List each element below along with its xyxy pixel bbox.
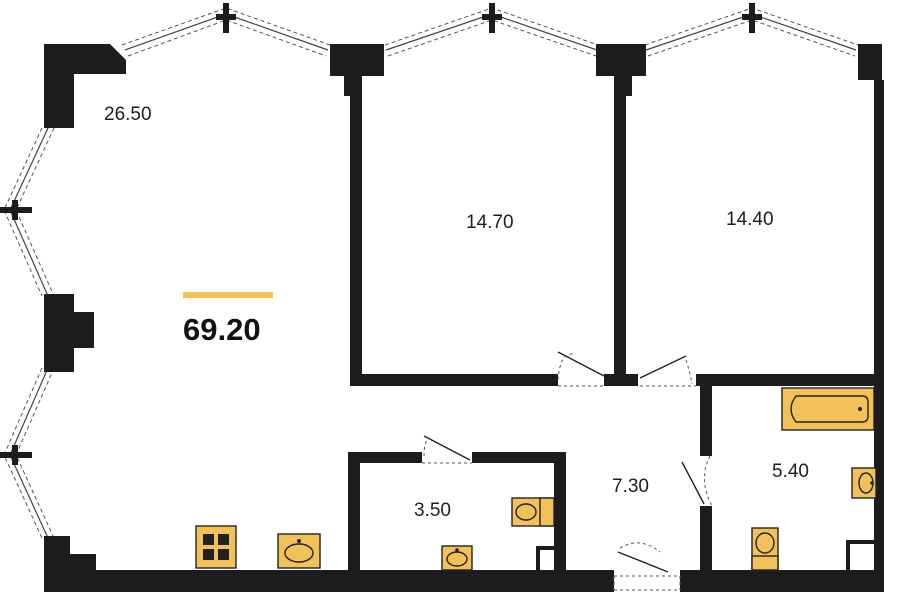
stove-icon (195, 525, 237, 569)
wc-sink-icon (441, 545, 473, 571)
room-area-wc: 3.50 (414, 500, 451, 521)
door-bedroom-1 (557, 351, 605, 387)
room-area-bedroom-1: 14.70 (466, 212, 514, 233)
bathtub-icon (781, 387, 875, 431)
room-area-living: 26.50 (104, 104, 152, 125)
kitchen-sink-icon (277, 533, 321, 569)
door-wc (422, 435, 472, 464)
doors (422, 351, 713, 591)
windows (0, 3, 859, 539)
toilet-icon (751, 527, 779, 571)
window-mullion-marks (0, 3, 762, 465)
wc-toilet-icon (511, 497, 555, 527)
room-area-bathroom: 5.40 (772, 461, 809, 482)
total-area-accent-bar (183, 292, 273, 298)
total-area: 69.20 (183, 312, 261, 347)
fixtures (195, 387, 877, 571)
bath-sink-icon (851, 467, 877, 499)
room-area-hall: 7.30 (612, 476, 649, 497)
door-bathroom (681, 455, 713, 507)
door-bedroom-2 (639, 355, 696, 387)
room-area-bedroom-2: 14.40 (726, 209, 774, 230)
walls (44, 44, 884, 592)
door-entrance (613, 542, 681, 591)
